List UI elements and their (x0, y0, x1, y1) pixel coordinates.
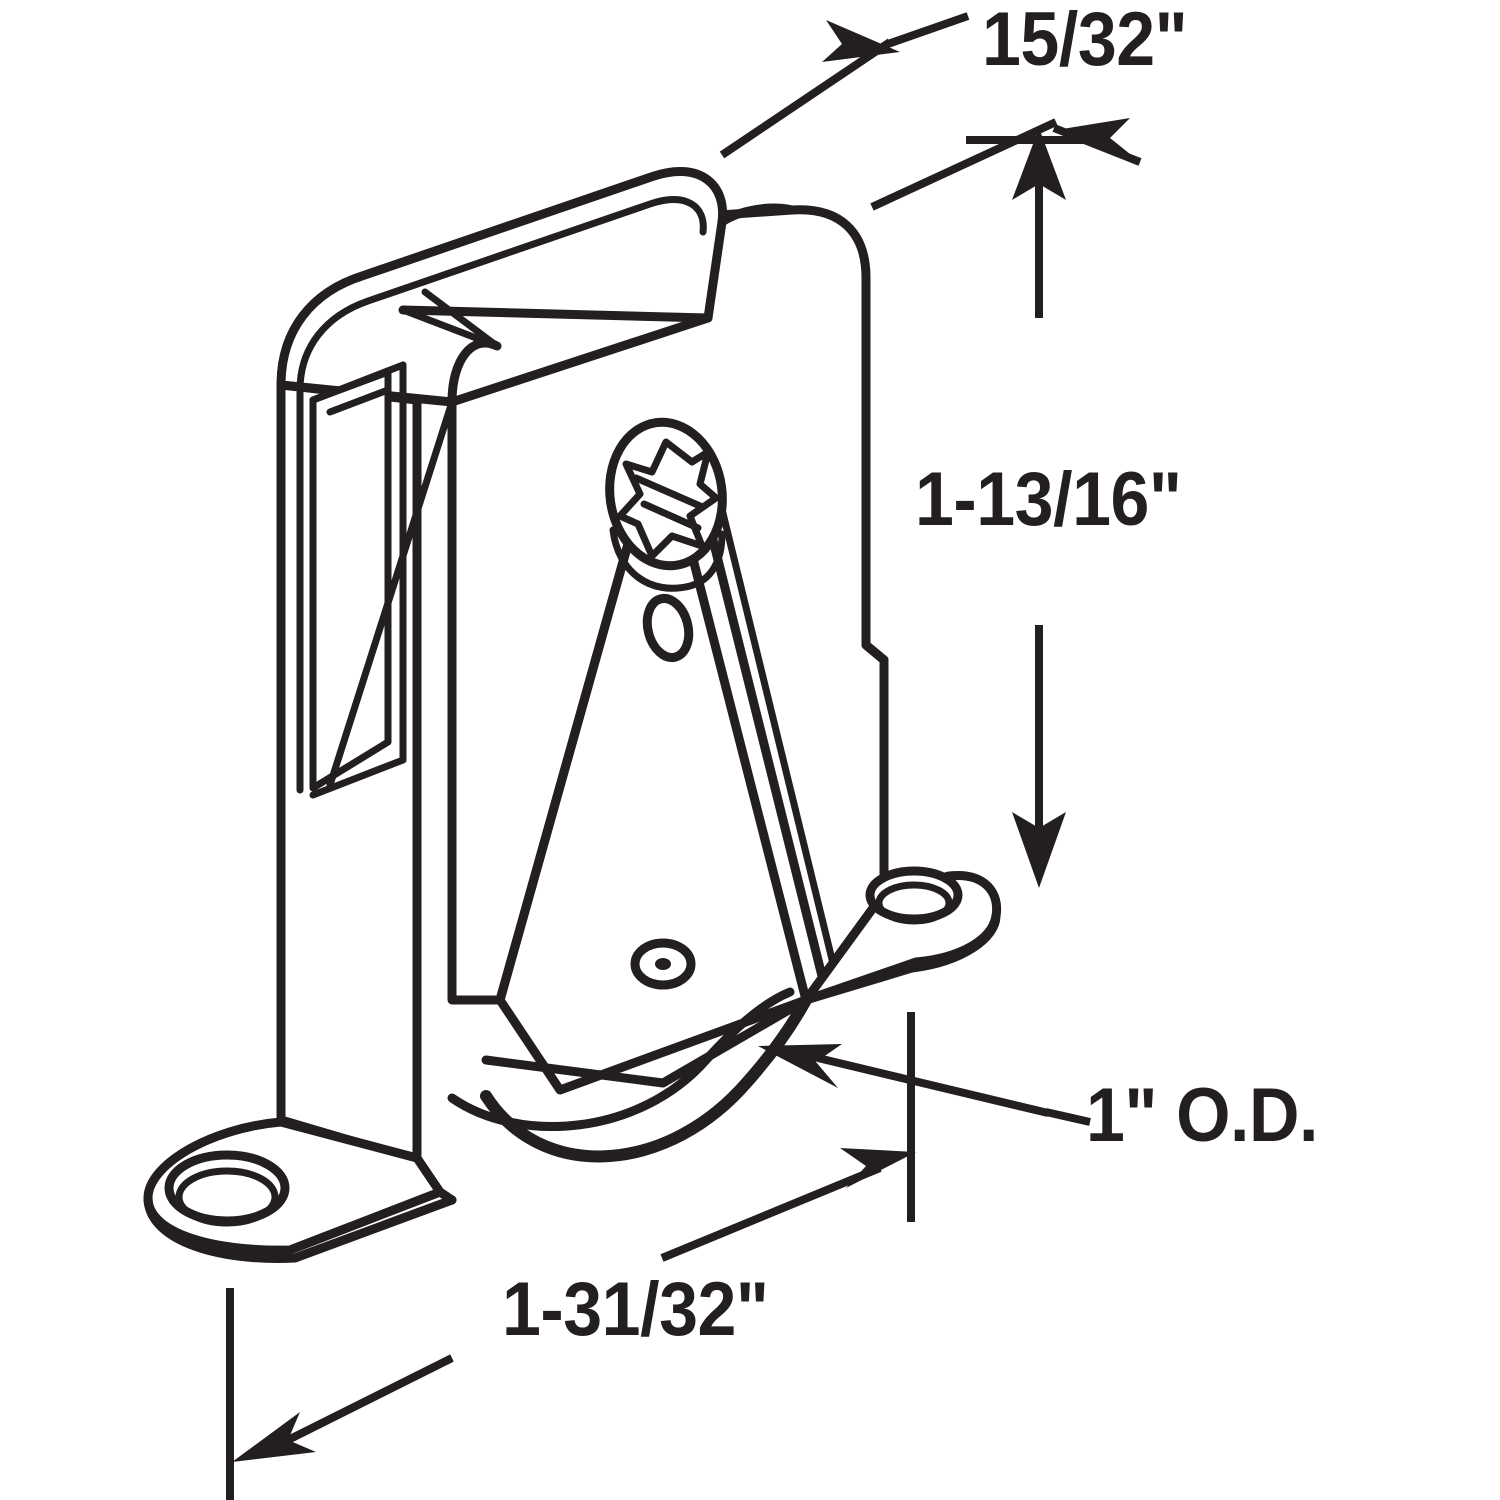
slot-shadow-diagonal (326, 398, 456, 789)
mount-hole-right-inner (875, 881, 953, 925)
slot-outer-frame-top (309, 361, 407, 404)
bracket-body (143, 167, 1002, 1263)
leader-width-left (270, 1354, 454, 1452)
arrowhead-width-left (232, 1412, 316, 1462)
mount-hole-left-inner (175, 1167, 279, 1227)
leader-od-upper (817, 1054, 1049, 1117)
phillips-slot-line-1 (632, 474, 704, 510)
support-web-right-inner (704, 448, 842, 988)
leader-od-upper-tail (1045, 1108, 1091, 1126)
roller-outer-arc (480, 994, 812, 1163)
screw-head-shoulder (609, 526, 726, 592)
housing-top-face (276, 167, 728, 407)
dimension-1-od (660, 1012, 1091, 1262)
housing-top-inner-edge (296, 196, 707, 394)
arrowhead-height-up (1012, 128, 1066, 200)
pivot-hole-inner (655, 958, 671, 970)
mount-foot-left-thickness (143, 1193, 457, 1263)
top-seam-back (421, 288, 501, 350)
dimension-1-13-16 (966, 128, 1104, 888)
leader-15-32-lower-tail (1052, 124, 1142, 166)
arrowhead-od-upper (758, 1044, 842, 1088)
dimension-label-top-thickness: 15/32" (982, 0, 1188, 82)
housing-top-right-rim (717, 203, 797, 227)
leader-od-lower (660, 1164, 882, 1262)
adjustment-slot-inner (326, 386, 392, 416)
mount-foot-right-thickness (801, 911, 1001, 1005)
axle-hole (642, 593, 694, 663)
phillips-slot-line-2 (640, 500, 702, 532)
arrowhead-15-32-upper (822, 20, 900, 62)
mount-foot-left-front (435, 1187, 457, 1205)
dimension-1-31-32 (226, 1288, 454, 1500)
dimension-label-roller-diameter: 1" O.D. (1086, 1073, 1318, 1158)
arrowhead-height-down (1012, 812, 1066, 888)
roller-tread-line (481, 995, 811, 1088)
roller-inner-arc (447, 987, 795, 1132)
right-edge-step (861, 640, 889, 665)
leader-15-32-upper (719, 38, 893, 159)
leader-15-32-upper-tail (886, 12, 970, 48)
housing-top-fold (447, 338, 502, 407)
dimension-label-overall-height: 1-13/16" (915, 457, 1182, 542)
dimension-label-overall-width: 1-31/32" (502, 1267, 769, 1352)
slot-outer-frame (309, 361, 407, 799)
arrowhead-od-lower (840, 1148, 916, 1188)
